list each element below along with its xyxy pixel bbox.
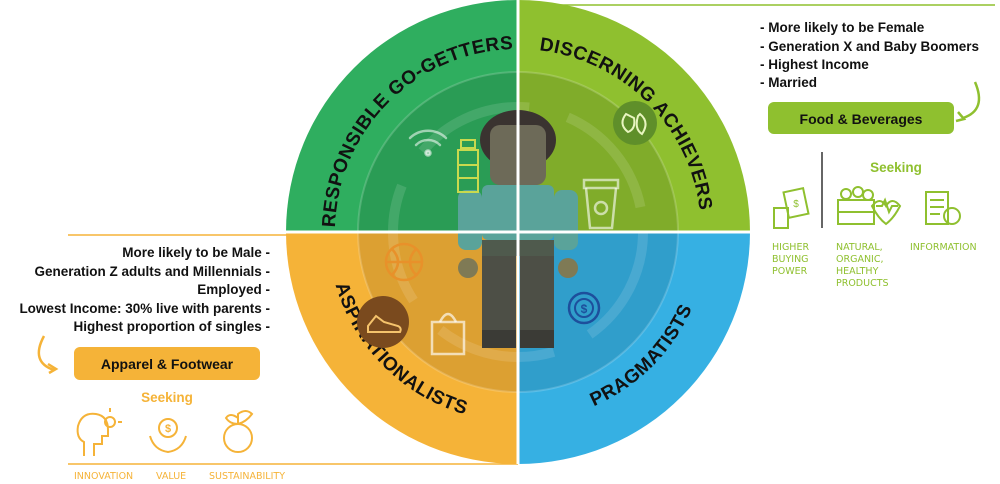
svg-text:$: $: [165, 423, 171, 435]
category-badge-food-beverages: [768, 102, 954, 134]
value-icon: $: [149, 418, 187, 454]
category-badge-apparel-footwear: [74, 347, 260, 380]
trait-item: Employed -: [197, 282, 270, 297]
right-traits-list: - More likely to be Female - Generation …: [760, 20, 979, 90]
buying-power-icon: $: [773, 187, 810, 229]
curved-arrow-icon: [37, 335, 55, 372]
coffee-cup-icon: [582, 178, 620, 230]
category-label: Apparel & Footwear: [101, 356, 234, 372]
seeking-item-label: PRODUCTS: [836, 278, 889, 289]
trait-item: - More likely to be Female: [760, 20, 925, 35]
curved-arrow-icon: [962, 81, 981, 120]
seeking-label: Seeking: [141, 390, 193, 405]
innovation-icon: [76, 408, 122, 456]
sneaker-icon: [357, 296, 409, 348]
seeking-item-label: BUYING: [772, 254, 809, 265]
organic-products-icon: [837, 186, 902, 226]
peppers-icon: [613, 101, 657, 145]
seeking-item-label: NATURAL,: [836, 242, 883, 253]
seeking-item-label: VALUE: [156, 471, 186, 482]
right-seeking-labels: HIGHER BUYING POWER NATURAL, ORGANIC, HE…: [772, 242, 977, 289]
trait-item: - Married: [760, 75, 817, 90]
trait-item: Lowest Income: 30% live with parents -: [19, 301, 270, 316]
seeking-item-label: HIGHER: [772, 242, 809, 253]
trait-item: More likely to be Male -: [122, 245, 270, 260]
information-icon: [925, 191, 961, 225]
trait-item: Generation Z adults and Millennials -: [34, 264, 270, 279]
left-seeking-labels: INNOVATION VALUE SUSTAINABILITY: [74, 471, 285, 482]
water-bottle-icon: [457, 139, 479, 193]
basketball-icon: [384, 242, 424, 282]
seeking-item-label: ORGANIC,: [836, 254, 884, 265]
category-label: Food & Beverages: [800, 111, 923, 127]
sustainability-icon: [223, 410, 254, 453]
left-traits-list: More likely to be Male - Generation Z ad…: [19, 245, 270, 334]
svg-text:$: $: [793, 199, 799, 210]
svg-text:$: $: [581, 302, 588, 316]
shopping-bag-icon: [430, 312, 466, 356]
trait-item: Highest proportion of singles -: [74, 319, 271, 334]
seeking-item-label: INNOVATION: [74, 471, 133, 482]
seeking-item-label: POWER: [772, 266, 808, 277]
trait-item: - Generation X and Baby Boomers: [760, 39, 979, 54]
seeking-label: Seeking: [870, 160, 922, 175]
dollar-coin-icon: $: [567, 291, 601, 325]
seeking-item-label: SUSTAINABILITY: [209, 471, 285, 482]
wifi-icon: [408, 129, 448, 157]
seeking-item-label: HEALTHY: [836, 266, 879, 277]
seeking-item-label: INFORMATION: [910, 242, 977, 253]
trait-item: - Highest Income: [760, 57, 869, 72]
